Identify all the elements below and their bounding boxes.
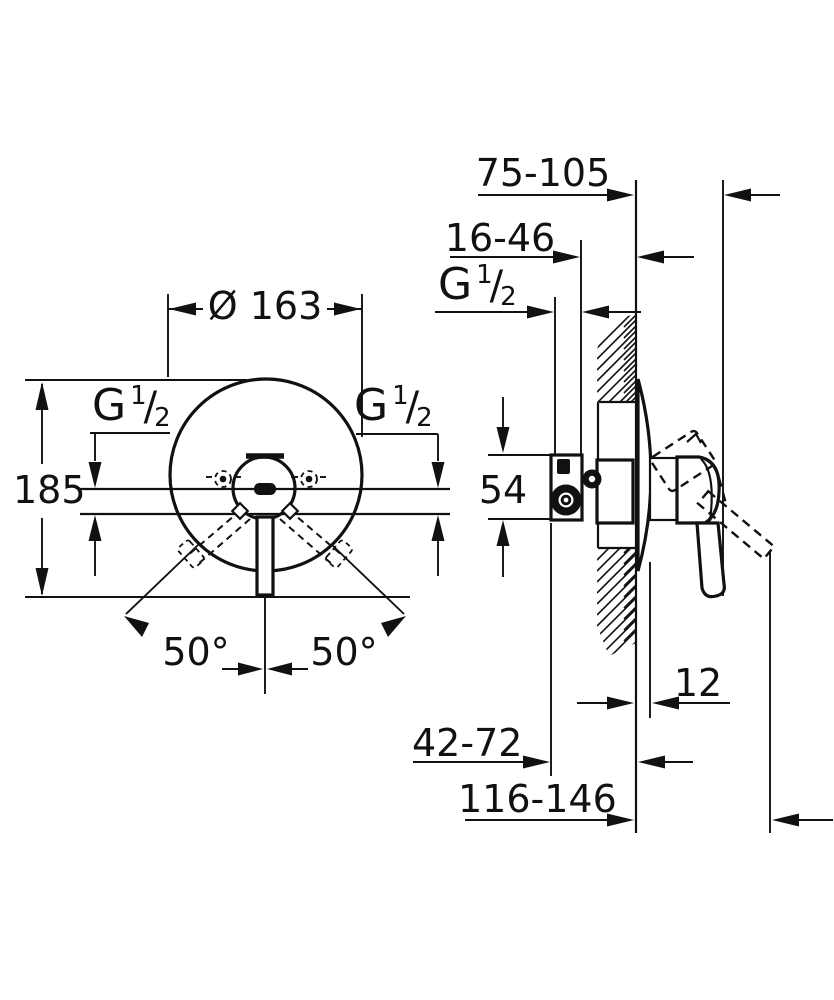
front-view (25, 294, 450, 694)
thread-letter: G (438, 259, 473, 310)
handle-hub-alt (649, 429, 717, 493)
thread-letter: G (92, 380, 127, 431)
thread-numerator: 1 (392, 381, 409, 411)
rough-in-range-label: 16-46 (444, 216, 556, 260)
handle-lever-alt (696, 489, 776, 561)
diameter-dimension-label: Ø 163 (207, 284, 323, 328)
thread-numerator: 1 (476, 260, 493, 290)
thread-slash: / (405, 384, 420, 430)
lever-slot (254, 483, 276, 495)
thread-denominator: 2 (416, 403, 433, 433)
handle-hub (675, 455, 721, 525)
thread-denominator: 2 (500, 282, 517, 312)
thread-slash: / (143, 384, 158, 430)
angle-left-label: 50° (162, 630, 230, 674)
thread-numerator: 1 (130, 381, 147, 411)
max-depth-label: 116-146 (458, 777, 617, 821)
angle-right-label: 50° (310, 630, 378, 674)
min-depth-label: 42-72 (412, 721, 523, 765)
side-view (413, 180, 833, 833)
thread-letter: G (354, 380, 389, 431)
height-dimension-label: 185 (13, 468, 86, 512)
valve-body (595, 458, 635, 525)
lever-front (255, 515, 275, 597)
thread-denominator: 2 (154, 403, 171, 433)
screw-icon (300, 470, 318, 488)
screw-icon (214, 470, 232, 488)
handle-clearance-label: 75-105 (475, 151, 611, 195)
plate-thickness-label: 12 (673, 661, 723, 705)
handle-lever (695, 521, 726, 599)
wall-hatch-bottom (597, 548, 636, 656)
body-height-label: 54 (478, 468, 528, 512)
wall-hatch-top (597, 314, 636, 403)
thread-slash: / (489, 263, 504, 309)
